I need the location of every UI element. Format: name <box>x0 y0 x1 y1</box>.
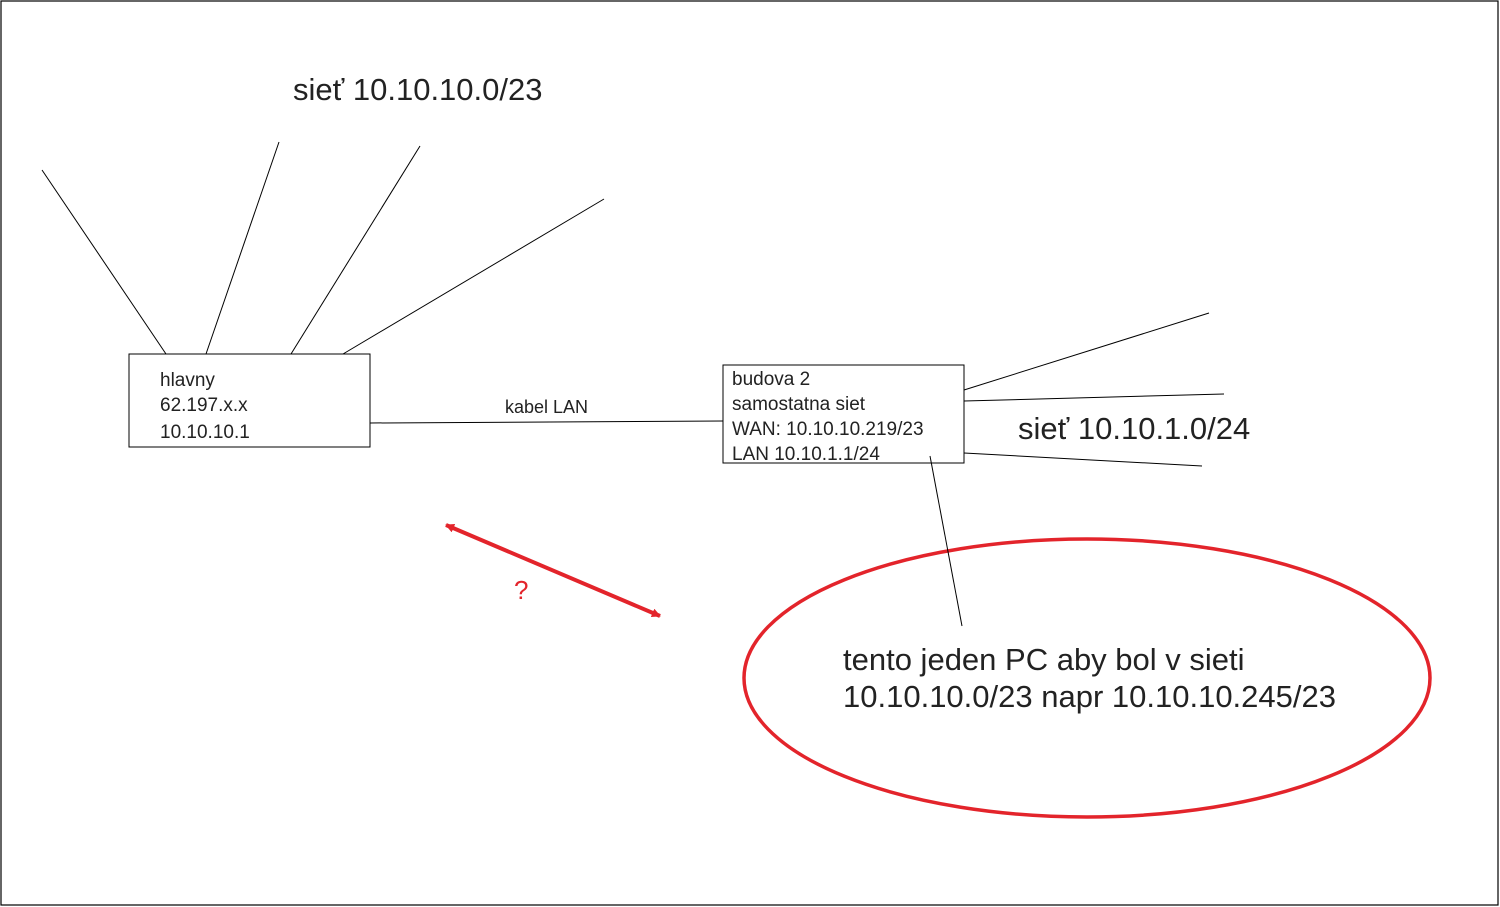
target-pc-note-line-2: 10.10.10.0/23 napr 10.10.10.245/23 <box>843 679 1336 714</box>
network-right-link-2 <box>963 393 1225 402</box>
network-right-links <box>963 312 1225 467</box>
router-building2-description: samostatna siet <box>732 394 866 415</box>
target-pc-highlight <box>742 537 1432 819</box>
router-main: hlavny 62.197.x.x 10.10.10.1 <box>128 353 371 448</box>
router-building2-box <box>722 364 965 464</box>
network-left-link-1 <box>41 169 167 355</box>
network-right-link-3 <box>963 452 1203 467</box>
lan-cable-label: kabel LAN <box>505 397 588 417</box>
question-mark: ? <box>514 575 528 605</box>
target-pc-link <box>929 455 963 627</box>
network-right-label: sieť 10.10.1.0/24 <box>1018 411 1250 446</box>
router-main-lan-ip: 10.10.10.1 <box>160 422 250 443</box>
router-main-public-ip: 62.197.x.x <box>160 395 248 416</box>
question-arrow <box>445 523 661 618</box>
network-right-link-1 <box>963 312 1210 391</box>
router-building2-wan: WAN: 10.10.10.219/23 <box>732 419 924 440</box>
network-left-link-2 <box>205 141 280 355</box>
network-left-label: sieť 10.10.10.0/23 <box>293 72 542 107</box>
router-main-box <box>128 353 371 448</box>
router-main-name: hlavny <box>160 370 215 391</box>
lan-cable <box>369 420 724 424</box>
network-left-links <box>41 141 605 355</box>
router-building2-lan: LAN 10.10.1.1/24 <box>732 444 880 465</box>
router-building2: budova 2 samostatna siet WAN: 10.10.10.2… <box>722 364 965 465</box>
router-building2-name: budova 2 <box>732 369 810 390</box>
network-left-link-4 <box>342 198 605 355</box>
target-pc-note-line-1: tento jeden PC aby bol v sieti <box>843 642 1245 677</box>
network-left-link-3 <box>290 145 421 355</box>
